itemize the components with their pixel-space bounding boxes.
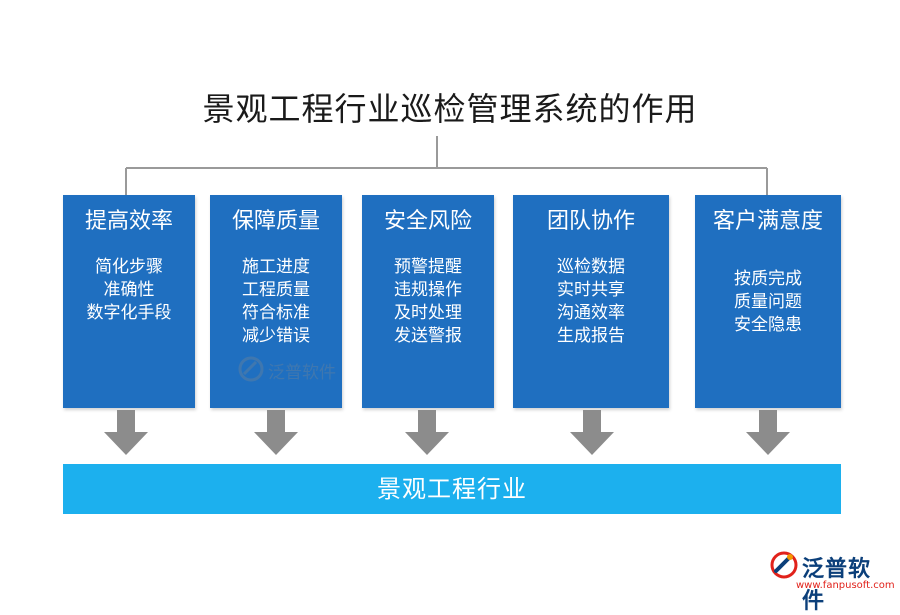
card-list: 简化步骤 准确性 数字化手段 — [63, 256, 195, 325]
card-item: 符合标准 — [242, 303, 310, 323]
card-item: 施工进度 — [242, 257, 310, 277]
card-title: 保障质量 — [231, 209, 320, 234]
card-efficiency: 提高效率 简化步骤 准确性 数字化手段 — [63, 195, 195, 408]
card-item: 违规操作 — [394, 280, 462, 300]
card-title: 提高效率 — [84, 209, 173, 234]
card-item: 工程质量 — [242, 280, 310, 300]
down-arrow-icon — [570, 410, 614, 455]
card-title: 团队协作 — [546, 209, 635, 234]
card-quality: 保障质量 施工进度 工程质量 符合标准 减少错误 — [210, 195, 342, 408]
card-item: 及时处理 — [394, 303, 462, 323]
card-list: 预警提醒 违规操作 及时处理 发送警报 — [362, 256, 494, 348]
card-item: 发送警报 — [394, 326, 462, 346]
card-safety: 安全风险 预警提醒 违规操作 及时处理 发送警报 — [362, 195, 494, 408]
card-item: 质量问题 — [734, 292, 802, 312]
card-satisfaction: 客户满意度 按质完成 质量问题 安全隐患 — [695, 195, 841, 408]
down-arrow-icon — [405, 410, 449, 455]
card-item: 巡检数据 — [557, 257, 625, 277]
watermark: 泛普软件 — [238, 356, 348, 384]
card-item: 准确性 — [103, 280, 155, 300]
down-arrow-icon — [254, 410, 298, 455]
card-item: 数字化手段 — [86, 303, 172, 323]
card-item: 简化步骤 — [95, 257, 163, 277]
card-title: 客户满意度 — [712, 209, 823, 234]
page-title: 景观工程行业巡检管理系统的作用 — [202, 90, 698, 128]
card-item: 预警提醒 — [394, 257, 462, 277]
card-item: 实时共享 — [557, 280, 625, 300]
watermark-logo-icon — [238, 356, 264, 382]
card-list: 按质完成 质量问题 安全隐患 — [695, 268, 841, 337]
card-item: 按质完成 — [734, 269, 802, 289]
card-teamwork: 团队协作 巡检数据 实时共享 沟通效率 生成报告 — [513, 195, 669, 408]
card-item: 沟通效率 — [557, 303, 625, 323]
down-arrow-icon — [104, 410, 148, 455]
logo-url: www.fanpusoft.com — [796, 580, 895, 591]
brand-logo: 泛普软件 www.fanpusoft.com — [768, 549, 895, 614]
down-arrow-icon — [746, 410, 790, 455]
card-item: 安全隐患 — [734, 315, 802, 335]
card-item: 减少错误 — [242, 326, 310, 346]
industry-band: 景观工程行业 — [63, 464, 841, 514]
card-list: 巡检数据 实时共享 沟通效率 生成报告 — [513, 256, 669, 348]
card-list: 施工进度 工程质量 符合标准 减少错误 — [210, 256, 342, 348]
brand-logo-icon — [770, 551, 798, 579]
card-title: 安全风险 — [383, 209, 472, 234]
watermark-text: 泛普软件 — [268, 363, 336, 383]
card-item: 生成报告 — [557, 326, 625, 346]
